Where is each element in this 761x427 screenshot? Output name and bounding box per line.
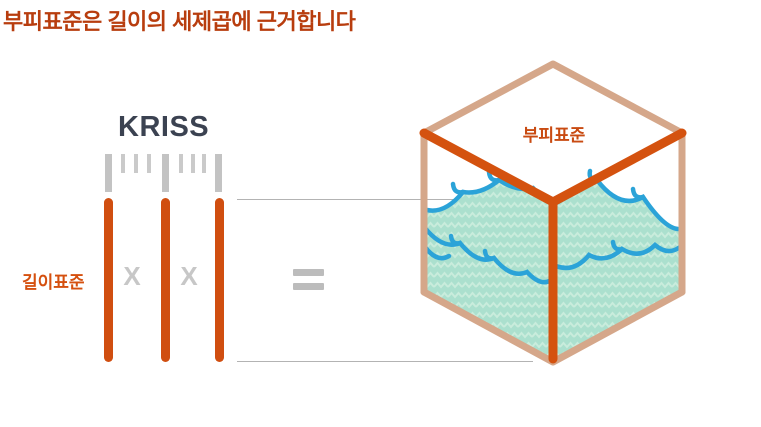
multiply-symbol: X <box>180 261 198 291</box>
volume-cube-illustration <box>419 60 687 366</box>
ruler-tick-major <box>105 154 112 192</box>
ruler-tick-minor <box>121 154 125 173</box>
cube-front-edges <box>419 128 687 364</box>
ruler-tick-major <box>162 154 169 192</box>
equals-bar-top <box>293 269 324 276</box>
multiply-symbol: X <box>123 261 141 291</box>
ruler-tick-minor <box>191 154 195 173</box>
length-bar <box>161 198 170 362</box>
water-wave-lines <box>422 168 683 285</box>
ruler-tick-minor <box>147 154 151 173</box>
guide-line-bottom <box>237 361 533 362</box>
ruler-tick-minor <box>202 154 206 173</box>
equals-bar-bottom <box>293 283 324 290</box>
ruler-tick-minor <box>179 154 183 173</box>
water-fill-left <box>425 180 553 361</box>
guide-line-top <box>237 199 533 200</box>
length-standard-label: 길이표준 <box>22 273 85 292</box>
page-title: 부피표준은 길이의 세제곱에 근거합니다 <box>3 9 356 34</box>
ruler-tick-major <box>215 154 222 192</box>
length-bar <box>215 198 224 362</box>
water-fill-right <box>553 179 681 361</box>
kriss-logo-text: KRISS <box>118 111 210 143</box>
ruler-tick-minor <box>134 154 138 173</box>
volume-standard-label: 부피표준 <box>522 126 586 145</box>
length-bar <box>104 198 113 362</box>
